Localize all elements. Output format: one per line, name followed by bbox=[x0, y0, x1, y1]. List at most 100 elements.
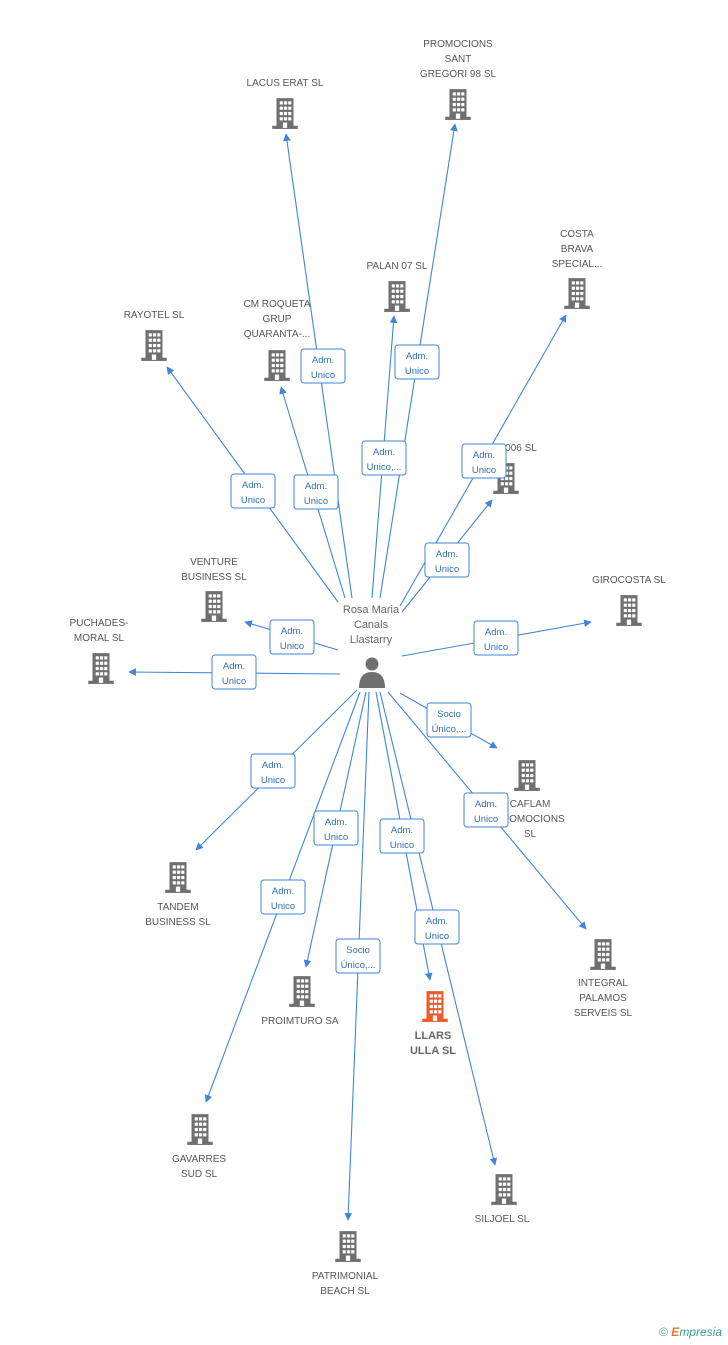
company-label: PROMOCIONS bbox=[423, 39, 493, 50]
edge-label-lacus[interactable]: Adm.Unico bbox=[300, 348, 346, 384]
building-icon bbox=[616, 595, 642, 626]
building-icon bbox=[514, 760, 540, 791]
edge-label-tandem[interactable]: Adm. Unico bbox=[250, 753, 296, 789]
company-label: GRUP bbox=[263, 314, 292, 325]
company-label: LACUS ERAT SL bbox=[247, 78, 324, 89]
company-label: BEACH SL bbox=[320, 1286, 370, 1297]
company-label: PROIMTURO SA bbox=[261, 1016, 339, 1027]
building-icon bbox=[564, 278, 590, 309]
edge-label-text: Adm. bbox=[262, 760, 284, 771]
company-label: SERVEIS SL bbox=[574, 1008, 633, 1019]
company-label: PALAN 07 SL bbox=[367, 261, 428, 272]
edge-label-text: Unico bbox=[484, 642, 508, 653]
company-label: QUARANTA-... bbox=[244, 329, 310, 340]
edge-label-text: Unico bbox=[261, 775, 285, 786]
edge-label-llars[interactable]: Adm.Unico bbox=[379, 818, 425, 854]
center-person[interactable]: Rosa Maria Canals Llastarry bbox=[343, 604, 400, 688]
edge-label-text: Unico bbox=[241, 495, 265, 506]
company-label: PALAMOS bbox=[579, 993, 627, 1004]
building-icon bbox=[165, 862, 191, 893]
company-label: PROMOCIONS bbox=[495, 814, 565, 825]
company-node-venture[interactable]: VENTURE BUSINESS SL bbox=[181, 557, 247, 622]
center-name-line-3: Llastarry bbox=[350, 634, 393, 646]
company-node-integral[interactable]: INTEGRAL PALAMOS SERVEIS SL bbox=[574, 939, 633, 1019]
edge-label-caflam[interactable]: SocioÚnico,... bbox=[426, 702, 472, 738]
edge-label-text: Único,... bbox=[341, 960, 376, 971]
company-node-palan[interactable]: PALAN 07 SL bbox=[367, 261, 428, 312]
building-icon bbox=[272, 98, 298, 129]
company-node-llars[interactable]: LLARS ULLA SL bbox=[410, 991, 456, 1057]
edge-label-promocions[interactable]: Adm.Unico bbox=[394, 344, 440, 380]
building-icon bbox=[201, 591, 227, 622]
company-label: LLARS bbox=[415, 1030, 452, 1042]
edge-label-text: Unico bbox=[324, 832, 348, 843]
edge-label-text: Adm. bbox=[475, 799, 497, 810]
edge-labels-layer: Adm.UnicoAdm.UnicoAdm.Unico,...Adm.Unico… bbox=[211, 344, 519, 974]
company-label: BRAVA bbox=[561, 244, 594, 255]
edge-label-text: Único,... bbox=[432, 724, 467, 735]
edge-label-palan[interactable]: Adm.Unico,... bbox=[361, 440, 407, 476]
company-node-n006[interactable]: 006 SL bbox=[493, 443, 537, 494]
edge-label-gavarres[interactable]: Adm.Unico bbox=[260, 879, 306, 915]
edge-label-proimturo[interactable]: Adm. Unico bbox=[313, 810, 359, 846]
edge-label-text: Adm. bbox=[312, 355, 334, 366]
edge-label-costa[interactable]: Adm.Unico bbox=[461, 443, 507, 479]
company-label: VENTURE bbox=[190, 557, 238, 568]
building-icon bbox=[422, 991, 448, 1022]
edge-label-siljoel[interactable]: Adm.Unico bbox=[414, 909, 460, 945]
company-label: BUSINESS SL bbox=[181, 572, 247, 583]
edge-label-girocosta[interactable]: Adm. Unico bbox=[473, 620, 519, 656]
company-node-proimturo[interactable]: PROIMTURO SA bbox=[261, 976, 339, 1027]
edge-label-text: Adm. bbox=[406, 351, 428, 362]
building-icon bbox=[445, 89, 471, 120]
building-icon bbox=[187, 1114, 213, 1145]
company-node-lacus[interactable]: LACUS ERAT SL bbox=[247, 78, 324, 129]
company-node-girocosta[interactable]: GIROCOSTA SL bbox=[592, 575, 666, 626]
copyright-icon: © bbox=[659, 1325, 668, 1339]
company-label: PUCHADES- bbox=[70, 618, 129, 629]
edge-label-text: Unico bbox=[271, 901, 295, 912]
building-icon bbox=[141, 330, 167, 361]
company-label: INTEGRAL bbox=[578, 978, 628, 989]
company-label: BUSINESS SL bbox=[145, 917, 211, 928]
company-label: SUD SL bbox=[181, 1169, 218, 1180]
edge-label-n006[interactable]: Adm.Unico bbox=[424, 542, 470, 578]
company-label: SANT bbox=[445, 54, 472, 65]
edge-label-venture[interactable]: Adm.Unico bbox=[269, 619, 315, 655]
company-label: CAFLAM bbox=[510, 799, 551, 810]
center-name-line-1: Rosa Maria bbox=[343, 604, 400, 616]
building-icon bbox=[289, 976, 315, 1007]
building-icon bbox=[384, 281, 410, 312]
company-node-puchades[interactable]: PUCHADES-MORAL SL bbox=[70, 618, 129, 684]
edge-label-rayotel[interactable]: Adm. Unico bbox=[230, 473, 276, 509]
edge-label-text: Adm. bbox=[473, 450, 495, 461]
edge-label-text: Adm. bbox=[325, 817, 347, 828]
edge-label-text: Adm. bbox=[242, 480, 264, 491]
company-node-rayotel[interactable]: RAYOTEL SL bbox=[124, 310, 185, 361]
company-node-costa[interactable]: COSTABRAVASPECIAL... bbox=[552, 229, 603, 309]
edge-label-text: Unico bbox=[474, 814, 498, 825]
edge-label-text: Adm. bbox=[305, 481, 327, 492]
edge-label-cmroqueta[interactable]: Adm. Unico bbox=[293, 474, 339, 510]
edge-label-integral[interactable]: Adm. Unico bbox=[463, 792, 509, 828]
building-icon bbox=[590, 939, 616, 970]
edge-label-text: Adm. bbox=[436, 549, 458, 560]
edge-label-patrimonial[interactable]: SocioÚnico,... bbox=[335, 938, 381, 974]
edge-label-text: Unico bbox=[304, 496, 328, 507]
company-label: COSTA bbox=[560, 229, 594, 240]
company-label: ULLA SL bbox=[410, 1045, 456, 1057]
person-icon bbox=[359, 657, 385, 688]
company-label: SILJOEL SL bbox=[475, 1214, 530, 1225]
company-node-siljoel[interactable]: SILJOEL SL bbox=[475, 1174, 530, 1225]
edge-label-text: Adm. bbox=[485, 627, 507, 638]
edge-label-puchades[interactable]: Adm.Unico bbox=[211, 654, 257, 690]
edge-label-text: Adm. bbox=[281, 626, 303, 637]
edge-label-text: Adm. bbox=[426, 916, 448, 927]
company-node-cmroqueta[interactable]: CM ROQUETAGRUPQUARANTA-... bbox=[243, 299, 311, 381]
